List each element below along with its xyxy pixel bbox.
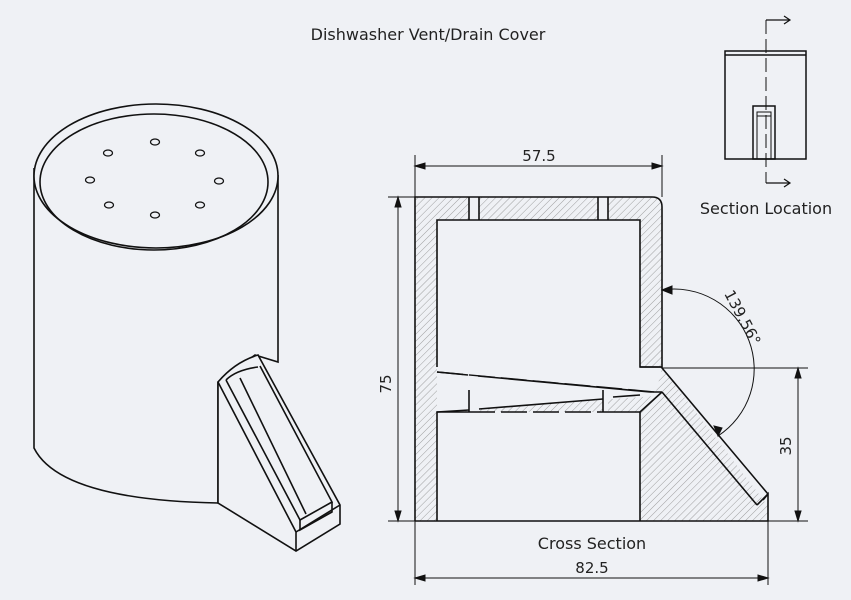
cylinder-top-face [39, 113, 269, 251]
angle-arc [661, 288, 755, 437]
dim-outlet-height: 35 [777, 436, 795, 455]
drain-spout [217, 354, 341, 552]
dim-width-top: 57.5 [522, 147, 555, 165]
isometric-view [33, 103, 341, 552]
lower-chamber [436, 411, 641, 521]
cross-section-label: Cross Section [538, 534, 646, 553]
vent-holes [84, 138, 225, 219]
dim-width-total: 82.5 [575, 559, 608, 577]
dim-angle: 139.56° [720, 287, 764, 348]
drawing-title: Dishwasher Vent/Drain Cover [311, 25, 546, 44]
dim-height: 75 [377, 374, 395, 393]
upper-chamber [436, 219, 662, 368]
cylinder-top-rim [33, 103, 279, 249]
section-hatch [415, 197, 768, 521]
dimensions [388, 155, 808, 585]
cross-section-view [414, 196, 769, 522]
section-location-view [724, 15, 807, 188]
section-outer-profile [414, 196, 663, 521]
section-location-label: Section Location [700, 199, 832, 218]
